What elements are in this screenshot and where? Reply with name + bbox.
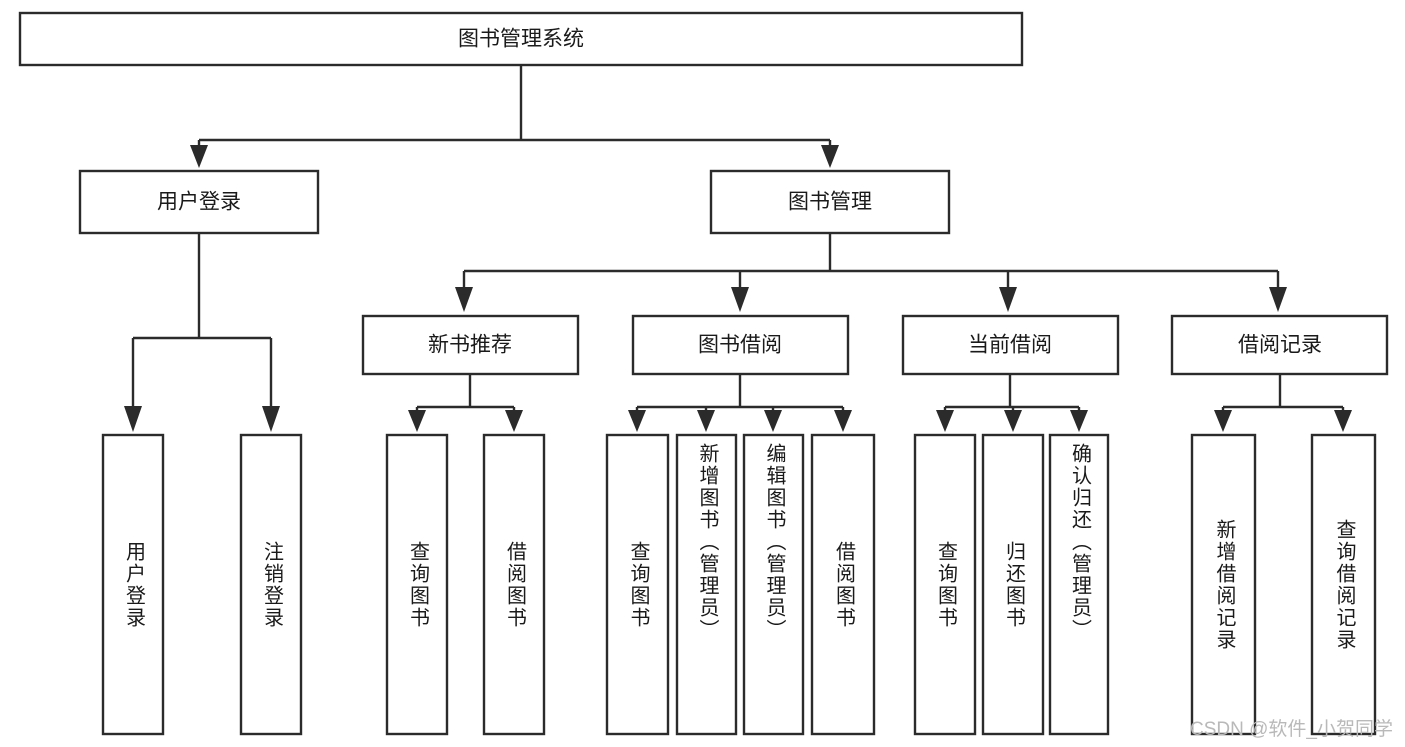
leaf-label-wrap-query-book-borrow: 查询图书 bbox=[607, 435, 668, 734]
arrow-recommend-leaf2 bbox=[505, 410, 523, 432]
leaf-label-wrap-logout: 注销登录 bbox=[241, 435, 301, 734]
leaf-label-wrap-return-book: 归还图书 bbox=[983, 435, 1043, 734]
leaf-label-wrap-query-book-recommend: 查询图书 bbox=[387, 435, 447, 734]
leaf-label-wrap-edit-book: 编辑图书（管理员） bbox=[744, 435, 803, 734]
node-new-book-recommend-box[interactable] bbox=[361, 314, 580, 376]
leaf-label-wrap-user-login: 用户登录 bbox=[103, 435, 163, 734]
arrow-current-leaf2 bbox=[1004, 410, 1022, 432]
leaf-label-wrap-add-borrow-record: 新增借阅记录 bbox=[1192, 435, 1255, 734]
arrow-records-leaf1 bbox=[1214, 410, 1232, 432]
arrow-root-to-book-management bbox=[821, 145, 839, 168]
leaf-label-add-book: 新增图书（管理员） bbox=[696, 443, 718, 641]
leaf-label-wrap-query-borrow-record: 查询借阅记录 bbox=[1312, 435, 1375, 734]
node-leaf-logout-box[interactable] bbox=[239, 433, 303, 736]
node-book-borrow-label: 图书借阅 bbox=[698, 334, 782, 357]
node-root-box[interactable] bbox=[18, 11, 1024, 67]
node-book-management-box[interactable] bbox=[709, 169, 951, 235]
arrow-root-to-user-login bbox=[190, 145, 208, 168]
arrow-recommend-leaf1 bbox=[408, 410, 426, 432]
csdn-watermark: CSDN @软件_小贺同学 bbox=[1190, 719, 1393, 740]
node-leaf-borrow-book-box[interactable] bbox=[810, 433, 876, 736]
leaf-label-query-borrow-record: 查询借阅记录 bbox=[1333, 518, 1355, 651]
arrow-user-login-leaf2 bbox=[262, 406, 280, 432]
node-leaf-query-book-current-box[interactable] bbox=[913, 433, 977, 736]
arrow-bm-to-current bbox=[999, 287, 1017, 312]
node-user-login-box[interactable] bbox=[78, 169, 320, 235]
arrow-user-login-leaf1 bbox=[124, 406, 142, 432]
node-current-borrow-box[interactable] bbox=[901, 314, 1120, 376]
arrow-current-leaf1 bbox=[936, 410, 954, 432]
arrow-current-leaf3 bbox=[1070, 410, 1088, 432]
node-leaf-borrow-book-recommend-box[interactable] bbox=[482, 433, 546, 736]
leaf-label-query-book-recommend: 查询图书 bbox=[406, 540, 429, 629]
node-leaf-add-borrow-record-box[interactable] bbox=[1190, 433, 1257, 736]
node-leaf-query-borrow-record-box[interactable] bbox=[1310, 433, 1377, 736]
node-book-management-label: 图书管理 bbox=[788, 191, 872, 214]
leaf-label-wrap-add-book: 新增图书（管理员） bbox=[677, 435, 736, 734]
node-leaf-query-book-recommend-box[interactable] bbox=[385, 433, 449, 736]
leaf-label-wrap-query-book-current: 查询图书 bbox=[915, 435, 975, 734]
node-current-borrow-label: 当前借阅 bbox=[968, 334, 1052, 357]
node-borrow-records-box[interactable] bbox=[1170, 314, 1389, 376]
leaf-label-confirm-return: 确认归还（管理员） bbox=[1068, 443, 1091, 641]
leaf-label-return-book: 归还图书 bbox=[1002, 540, 1025, 629]
node-borrow-records-label: 借阅记录 bbox=[1238, 334, 1322, 357]
node-leaf-query-book-borrow-box[interactable] bbox=[605, 433, 670, 736]
leaf-label-edit-book: 编辑图书（管理员） bbox=[763, 443, 785, 641]
node-book-borrow-box[interactable] bbox=[631, 314, 850, 376]
node-leaf-return-book-box[interactable] bbox=[981, 433, 1045, 736]
node-user-login-label: 用户登录 bbox=[157, 191, 241, 214]
leaf-label-logout: 注销登录 bbox=[260, 540, 283, 629]
leaf-label-user-login: 用户登录 bbox=[122, 540, 145, 629]
connector-layer bbox=[124, 65, 1352, 432]
arrow-borrow-leaf3 bbox=[764, 410, 782, 432]
arrow-bm-to-recommend bbox=[455, 287, 473, 312]
leaf-label-borrow-book: 借阅图书 bbox=[832, 540, 855, 629]
arrow-borrow-leaf2 bbox=[697, 410, 715, 432]
leaf-label-wrap-borrow-book: 借阅图书 bbox=[812, 435, 874, 734]
node-new-book-recommend-label: 新书推荐 bbox=[428, 334, 512, 357]
node-layer: 图书管理系统 用户登录 图书管理 新书推荐 图书借阅 当前借阅 借阅记录 bbox=[18, 11, 1389, 736]
node-leaf-user-login-box[interactable] bbox=[101, 433, 165, 736]
arrow-records-leaf2 bbox=[1334, 410, 1352, 432]
leaf-label-query-book-borrow: 查询图书 bbox=[627, 540, 649, 629]
node-leaf-edit-book-box[interactable] bbox=[742, 433, 805, 736]
leaf-label-borrow-book-recommend: 借阅图书 bbox=[503, 540, 526, 629]
arrow-bm-to-records bbox=[1269, 287, 1287, 312]
node-root-label: 图书管理系统 bbox=[458, 28, 584, 51]
node-leaf-add-book-box[interactable] bbox=[675, 433, 738, 736]
leaf-label-add-borrow-record: 新增借阅记录 bbox=[1213, 518, 1235, 651]
node-leaf-confirm-return-box[interactable] bbox=[1048, 433, 1110, 736]
leaf-label-wrap-confirm-return: 确认归还（管理员） bbox=[1050, 435, 1108, 734]
arrow-borrow-leaf4 bbox=[834, 410, 852, 432]
leaf-label-wrap-borrow-book-recommend: 借阅图书 bbox=[484, 435, 544, 734]
arrow-bm-to-borrow bbox=[731, 287, 749, 312]
arrow-borrow-leaf1 bbox=[628, 410, 646, 432]
leaf-label-query-book-current: 查询图书 bbox=[934, 540, 957, 629]
